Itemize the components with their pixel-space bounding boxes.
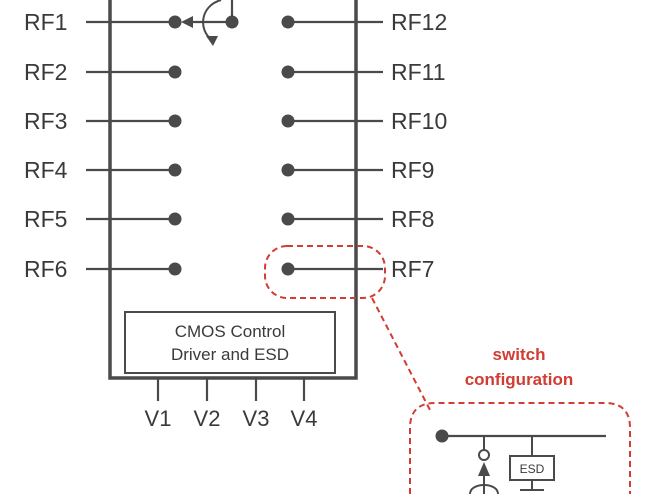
contact-dot-rf1	[168, 15, 182, 29]
contact-dot-rf12	[281, 15, 295, 29]
wiper-arrow-icon	[181, 16, 193, 28]
right-pin-leads	[288, 20, 383, 271]
control-pin-leads	[156, 378, 306, 401]
esd-label: ESD	[520, 462, 545, 476]
contact-dot-rf5	[168, 212, 182, 226]
pin-label-rf2: RF2	[24, 59, 67, 85]
contact-dot-rf4	[168, 163, 182, 177]
pin-label-v4: V4	[291, 406, 318, 431]
callout-highlight	[264, 245, 386, 299]
rotation-arrow-icon	[206, 36, 218, 46]
detail-switch-contact-icon	[478, 449, 490, 461]
right-contact-dots	[281, 15, 295, 276]
contact-dot-rf2	[168, 65, 182, 79]
pin-label-rf11: RF11	[391, 59, 446, 85]
control-block-line2: Driver and ESD	[171, 345, 289, 364]
callout-title-line2: configuration	[465, 370, 574, 389]
contact-dot-rf8	[281, 212, 295, 226]
pin-label-rf1: RF1	[24, 9, 67, 35]
pin-label-rf6: RF6	[24, 256, 67, 282]
callout-connector	[371, 297, 431, 411]
pin-label-v2: V2	[194, 406, 221, 431]
wiper-pivot-dot	[225, 15, 239, 29]
pin-label-rf8: RF8	[391, 206, 434, 232]
pin-label-rf5: RF5	[24, 206, 67, 232]
left-pin-leads	[86, 20, 173, 271]
contact-dot-rf6	[168, 262, 182, 276]
callout-title-line1: switch	[493, 345, 546, 364]
pin-label-rf9: RF9	[391, 157, 434, 183]
pin-label-rf4: RF4	[24, 157, 68, 183]
control-block-line1: CMOS Control	[175, 322, 286, 341]
contact-dot-rf9	[281, 163, 295, 177]
pin-label-rf12: RF12	[391, 9, 447, 35]
pin-label-v1: V1	[145, 406, 172, 431]
switch-detail-frame	[409, 402, 631, 494]
rotary-wiper	[181, 0, 239, 46]
control-block	[124, 311, 336, 374]
esd-box	[509, 455, 555, 481]
contact-dot-rf7	[281, 262, 295, 276]
rotation-arc-icon	[202, 0, 222, 41]
pin-label-rf7: RF7	[391, 256, 434, 282]
contact-dot-rf11	[281, 65, 295, 79]
pin-label-v3: V3	[243, 406, 270, 431]
control-pin-labels: V1 V2 V3 V4	[145, 406, 318, 431]
pin-label-rf10: RF10	[391, 108, 447, 134]
left-contact-dots	[168, 15, 182, 276]
switch-detail: ESD	[435, 429, 606, 495]
right-pin-labels: RF12 RF11 RF10 RF9 RF8 RF7	[391, 9, 447, 282]
left-pin-labels: RF1 RF2 RF3 RF4 RF5 RF6	[24, 9, 68, 282]
contact-dot-rf3	[168, 114, 182, 128]
chip-body	[108, 0, 358, 380]
contact-dot-rf10	[281, 114, 295, 128]
pin-label-rf3: RF3	[24, 108, 67, 134]
detail-switch-arrow-icon	[478, 462, 490, 476]
detail-rotation-arc-icon	[469, 484, 499, 495]
